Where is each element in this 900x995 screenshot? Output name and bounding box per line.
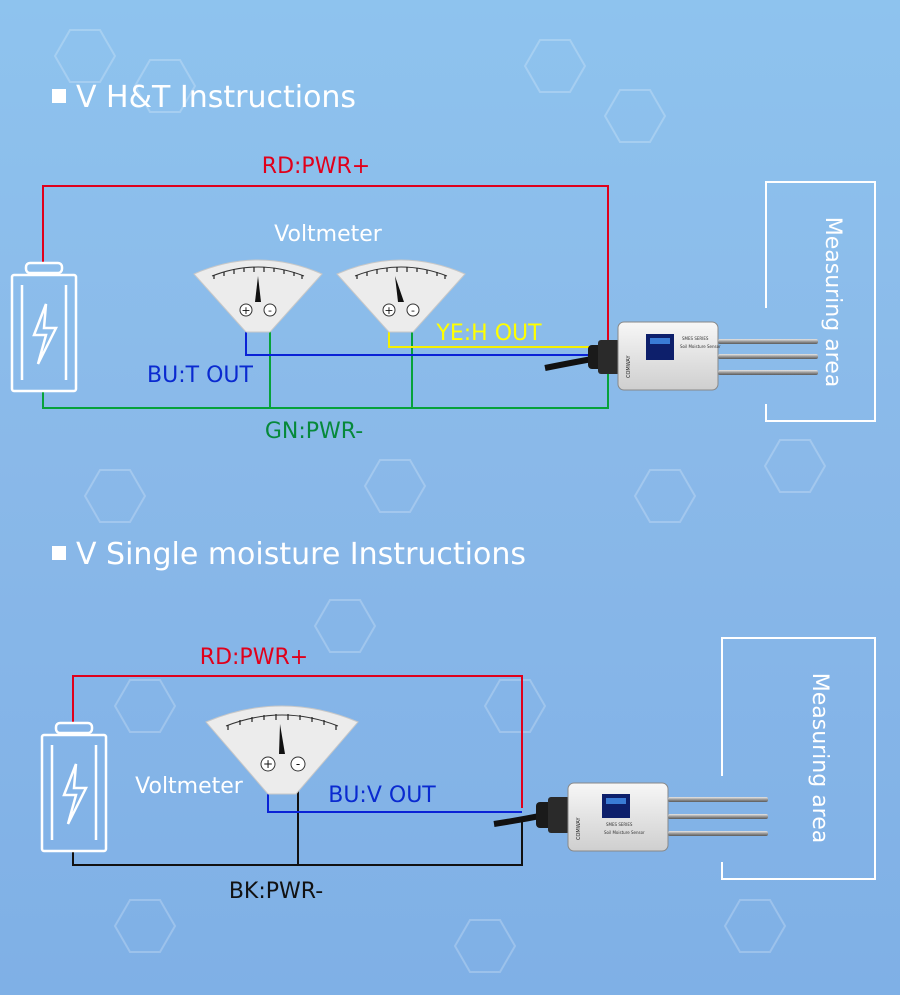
voltmeter-1b: + - bbox=[336, 259, 466, 333]
terminal-plus bbox=[239, 303, 253, 317]
svg-text:+: + bbox=[241, 304, 250, 317]
voltmeter-1a: + - bbox=[193, 259, 323, 333]
section1-title: V H&T Instructions bbox=[52, 80, 356, 115]
label-gn-pwr-minus: GN:PWR- bbox=[265, 419, 363, 444]
label-rd-pwr-plus-2: RD:PWR+ bbox=[200, 645, 308, 670]
battery-2 bbox=[40, 721, 108, 853]
soil-sensor-1: COMWAY SMES SERIES Soil Moisture Sensor bbox=[544, 321, 818, 391]
terminal-plus bbox=[382, 303, 396, 317]
measuring-area-label-1: Measuring area bbox=[820, 217, 845, 388]
svg-text:Soil Moisture Sensor: Soil Moisture Sensor bbox=[680, 344, 721, 349]
svg-text:-: - bbox=[296, 757, 300, 771]
svg-text:SMES SERIES: SMES SERIES bbox=[682, 336, 709, 341]
label-voltmeter-2: Voltmeter bbox=[135, 774, 244, 799]
terminal-minus bbox=[406, 303, 420, 317]
label-bu-t-out: BU:T OUT bbox=[147, 363, 253, 388]
terminal-plus bbox=[260, 756, 276, 772]
measuring-area-label-2: Measuring area bbox=[807, 673, 832, 844]
battery-1 bbox=[10, 261, 78, 393]
bullet-square-icon bbox=[52, 88, 66, 103]
voltmeter-2: + - bbox=[205, 705, 359, 795]
measuring-area-frame-2 bbox=[721, 637, 876, 880]
svg-text:-: - bbox=[411, 304, 415, 317]
soil-sensor-2: COMWAY SMES SERIES Soil Moisture Sensor bbox=[493, 782, 768, 852]
measuring-area-frame-1 bbox=[765, 181, 876, 422]
section1-wiring bbox=[42, 185, 609, 409]
svg-text:+: + bbox=[263, 757, 273, 771]
blue-wire bbox=[245, 312, 608, 356]
red-wire-2 bbox=[72, 675, 523, 808]
label-voltmeter: Voltmeter bbox=[274, 222, 383, 247]
lightning-icon bbox=[62, 763, 89, 825]
terminal-minus bbox=[290, 756, 306, 772]
green-wire bbox=[42, 362, 609, 409]
svg-text:+: + bbox=[384, 304, 393, 317]
label-rd-pwr-plus: RD:PWR+ bbox=[262, 154, 370, 179]
svg-text:COMWAY: COMWAY bbox=[626, 355, 632, 378]
lightning-icon bbox=[32, 303, 59, 365]
svg-text:SMES SERIES: SMES SERIES bbox=[606, 822, 633, 827]
svg-text:-: - bbox=[268, 304, 272, 317]
terminal-minus bbox=[263, 303, 277, 317]
label-bu-v-out: BU:V OUT bbox=[328, 783, 436, 808]
red-wire bbox=[42, 185, 609, 352]
section2-title: V Single moisture Instructions bbox=[52, 537, 526, 572]
bullet-square-icon bbox=[52, 545, 66, 560]
label-bk-pwr-minus: BK:PWR- bbox=[229, 879, 323, 904]
label-ye-h-out: YE:H OUT bbox=[435, 321, 542, 346]
svg-text:Soil Moisture Sensor: Soil Moisture Sensor bbox=[604, 830, 645, 835]
svg-text:COMWAY: COMWAY bbox=[576, 817, 582, 840]
